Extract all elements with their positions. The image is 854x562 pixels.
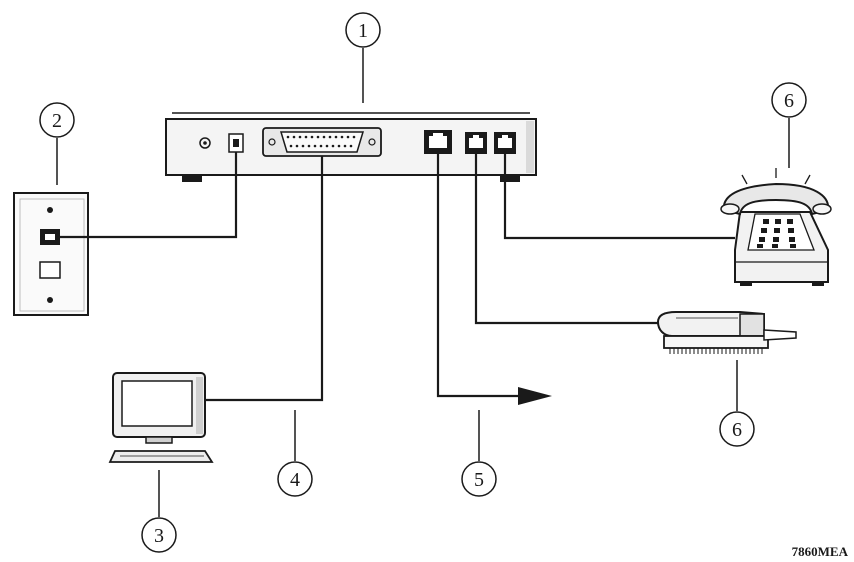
- callout-6-bottom-label: 6: [732, 419, 742, 441]
- modem-rear-panel-icon: [165, 112, 537, 182]
- cable-fax: [474, 154, 658, 325]
- cable-serial: [205, 156, 324, 402]
- callout-5-label: 5: [474, 469, 484, 491]
- callout-2: 2: [39, 102, 75, 185]
- callout-5: 5: [461, 410, 497, 497]
- wall-phone-jack-icon: [13, 192, 89, 316]
- callout-2-label: 2: [52, 110, 62, 132]
- cable-telephone: [503, 154, 735, 240]
- arrow-right-icon: [518, 387, 552, 405]
- callout-6-bottom: 6: [719, 360, 755, 447]
- callout-6-top: 6: [771, 82, 807, 168]
- callout-4: 4: [277, 410, 313, 497]
- computer-monitor-icon: [108, 372, 214, 463]
- fax-answering-device-icon: [656, 311, 797, 354]
- desk-telephone-icon: [720, 168, 832, 286]
- cable-wall-line: [60, 152, 238, 239]
- callout-1: 1: [345, 12, 381, 103]
- callout-6-top-label: 6: [784, 90, 794, 112]
- figure-code: 7860MEA: [792, 544, 849, 559]
- callout-1-label: 1: [358, 20, 368, 42]
- callout-4-label: 4: [290, 469, 300, 491]
- cable-network: [436, 154, 520, 398]
- callout-3: 3: [141, 470, 177, 553]
- callout-3-label: 3: [154, 525, 164, 547]
